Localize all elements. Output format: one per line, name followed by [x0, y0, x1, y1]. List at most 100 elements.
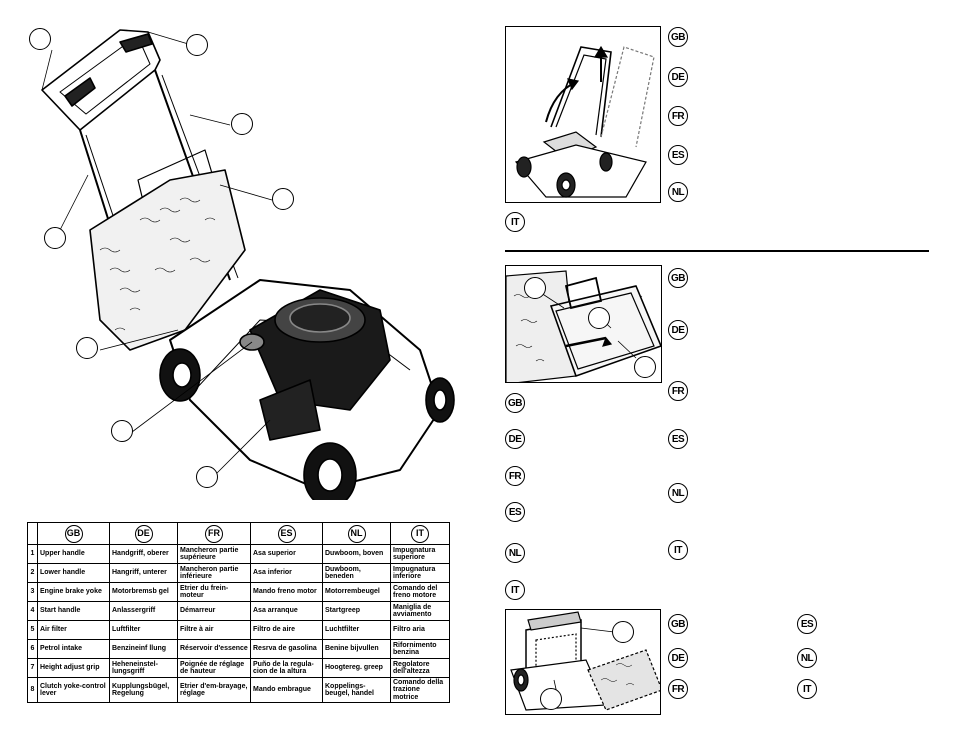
- figure-grass-bag: [505, 265, 662, 383]
- lang-badge-gb: GB: [64, 524, 83, 543]
- row-number: 1: [27, 544, 38, 564]
- cell-it: Impugnatura superiore: [390, 544, 450, 564]
- lang-nl-icon: NL: [668, 182, 688, 202]
- cell-de: Kupplungsbügel, Regelung: [109, 676, 178, 704]
- cell-gb: Start handle: [37, 601, 110, 621]
- cell-nl: Motorrembeugel: [322, 582, 391, 602]
- parts-table: GB DE FR ES NL IT 1 Upper handle Handgri…: [27, 522, 450, 704]
- callout-4: [272, 188, 294, 210]
- mower-drawing: [41, 29, 455, 508]
- row-number: 3: [27, 582, 38, 602]
- cell-nl: Hoogtereg. greep: [322, 658, 391, 678]
- lang-de-icon: DE: [668, 320, 688, 340]
- lang-badge-de: DE: [134, 524, 153, 543]
- callout-bag-c: [634, 356, 656, 378]
- cell-fr: Filtre à air: [177, 620, 251, 640]
- cell-es: Mando freno motor: [250, 582, 323, 602]
- lang-fr-icon: FR: [668, 106, 688, 126]
- grass-bag-drawing: [506, 270, 661, 382]
- row-number: 2: [27, 563, 38, 583]
- cell-es: Puño de la regula-cion de la altura: [250, 658, 323, 678]
- cell-gb: Upper handle: [37, 544, 110, 564]
- cell-es: Asa superior: [250, 544, 323, 564]
- cell-gb: Clutch yoke-control lever: [37, 676, 110, 704]
- cell-nl: Koppelings-beugel, handel: [322, 676, 391, 704]
- lang-gb-icon: GB: [668, 614, 688, 634]
- row-number: 5: [27, 620, 38, 640]
- cell-de: Benzineinf llung: [109, 639, 178, 659]
- lang-it-icon: IT: [797, 679, 817, 699]
- cell-es: Mando embrague: [250, 676, 323, 704]
- cell-es: Asa inferior: [250, 563, 323, 583]
- cell-it: Maniglia de avviamento: [390, 601, 450, 621]
- lang-it-icon: IT: [505, 580, 525, 600]
- cell-de: Anlassergriff: [109, 601, 178, 621]
- cell-it: Filtro aria: [390, 620, 450, 640]
- lang-es-icon: ES: [668, 145, 688, 165]
- cell-de: Handgriff, oberer: [109, 544, 178, 564]
- cell-gb: Lower handle: [37, 563, 110, 583]
- cell-nl: Duwboom, beneden: [322, 563, 391, 583]
- cell-it: Regolatore dell'altezza: [390, 658, 450, 678]
- callout-rear-a: [612, 621, 634, 643]
- lang-es-icon: ES: [797, 614, 817, 634]
- row-number: 6: [27, 639, 38, 659]
- lang-badge-nl: NL: [347, 524, 366, 543]
- callout-1: [29, 28, 51, 50]
- section-divider: [505, 250, 929, 252]
- cell-fr: Mancheron partie inférieure: [177, 563, 251, 583]
- cell-nl: Luchtfilter: [322, 620, 391, 640]
- lang-it-icon: IT: [668, 540, 688, 560]
- lang-nl-icon: NL: [797, 648, 817, 668]
- callout-rear-b: [540, 688, 562, 710]
- cell-fr: Etrier du frein-moteur: [177, 582, 251, 602]
- lang-gb-icon: GB: [505, 393, 525, 413]
- lang-fr-icon: FR: [668, 679, 688, 699]
- lang-de-icon: DE: [668, 648, 688, 668]
- table-row: 2 Lower handle Hangriff, unterer Mancher…: [27, 563, 450, 583]
- lang-nl-icon: NL: [668, 483, 688, 503]
- cell-fr: Mancheron partie supérieure: [177, 544, 251, 564]
- cell-de: Heheneinstel-lungsgriff: [109, 658, 178, 678]
- lang-badge-fr: FR: [205, 524, 223, 543]
- cell-gb: Petrol intake: [37, 639, 110, 659]
- callout-7: [111, 420, 133, 442]
- callout-3: [231, 113, 253, 135]
- cell-gb: Engine brake yoke: [37, 582, 110, 602]
- cell-es: Filtro de aire: [250, 620, 323, 640]
- row-number: 8: [27, 676, 38, 704]
- cell-fr: Poignée de réglage de hauteur: [177, 658, 251, 678]
- callout-2: [186, 34, 208, 56]
- cell-de: Hangriff, unterer: [109, 563, 178, 583]
- table-row: 4 Start handle Anlassergriff Démarreur A…: [27, 601, 450, 621]
- callout-bag-a: [524, 277, 546, 299]
- cell-nl: Benine bijvullen: [322, 639, 391, 659]
- rear-flap-drawing: [510, 611, 660, 711]
- row-number: 4: [27, 601, 38, 621]
- table-row: 8 Clutch yoke-control lever Kupplungsbüg…: [27, 676, 450, 704]
- table-row: 1 Upper handle Handgriff, oberer Mancher…: [27, 544, 450, 564]
- callout-6: [76, 337, 98, 359]
- lang-it-icon: IT: [505, 212, 525, 232]
- cell-nl: Duwboom, boven: [322, 544, 391, 564]
- cell-es: Asa arranque: [250, 601, 323, 621]
- lang-de-icon: DE: [668, 67, 688, 87]
- lang-badge-it: IT: [411, 524, 429, 543]
- callout-8: [196, 466, 218, 488]
- table-row: 5 Air filter Luftfilter Filtre à air Fil…: [27, 620, 450, 640]
- lang-de-icon: DE: [505, 429, 525, 449]
- cell-fr: Réservoir d'essence: [177, 639, 251, 659]
- cell-nl: Startgreep: [322, 601, 391, 621]
- callout-5: [44, 227, 66, 249]
- table-row: 7 Height adjust grip Heheneinstel-lungsg…: [27, 658, 450, 678]
- cell-de: Motorbremsb gel: [109, 582, 178, 602]
- lang-es-icon: ES: [668, 429, 688, 449]
- callout-bag-b: [588, 307, 610, 329]
- lang-nl-icon: NL: [505, 543, 525, 563]
- lang-fr-icon: FR: [505, 466, 525, 486]
- figure-unfold-handle: [505, 26, 661, 203]
- table-row: 6 Petrol intake Benzineinf llung Réservo…: [27, 639, 450, 659]
- cell-gb: Height adjust grip: [37, 658, 110, 678]
- cell-it: Comando della trazione motrice: [390, 676, 450, 704]
- table-row: 3 Engine brake yoke Motorbremsb gel Etri…: [27, 582, 450, 602]
